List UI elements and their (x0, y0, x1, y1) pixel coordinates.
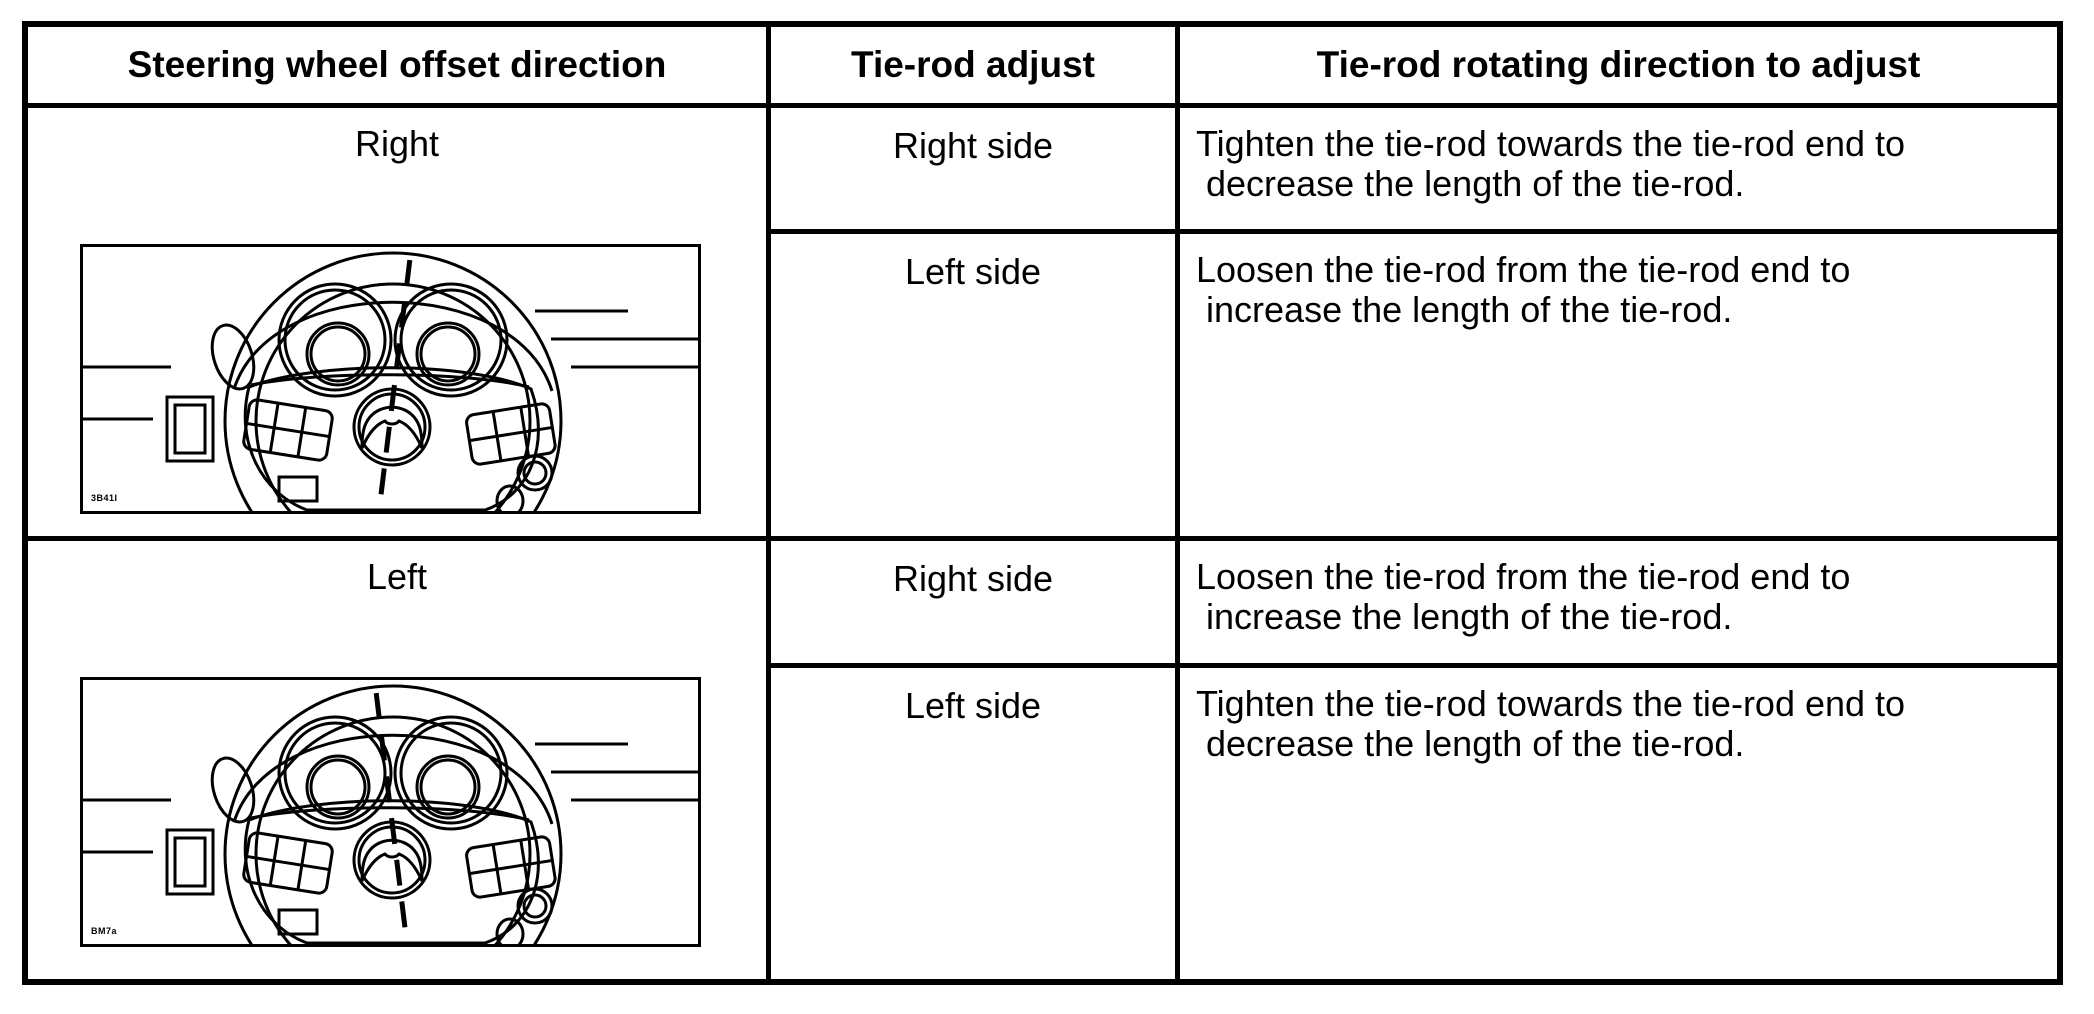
offset-direction-label: Left (366, 556, 428, 597)
figure-code: BM7a (91, 926, 118, 936)
instruction-cell: Loosen the tie-rod from the tie-rod end … (1180, 234, 2057, 536)
offset-centerline-right-tilt (376, 259, 413, 509)
col-header-tie-rod-rotating-direction: Tie-rod rotating direction to adjust (1180, 27, 2057, 103)
steering-wheel-figure-right-offset: 3B41I (80, 244, 701, 514)
instruction-cell: Loosen the tie-rod from the tie-rod end … (1180, 541, 2057, 663)
offset-centerline-left-tilt (373, 692, 410, 942)
steering-wheel-icon (83, 684, 698, 944)
tie-rod-side-cell: Left side (771, 668, 1175, 979)
col-header-tie-rod-adjust: Tie-rod adjust (771, 27, 1175, 103)
instruction-cell: Tighten the tie-rod towards the tie-rod … (1180, 668, 2057, 979)
steering-wheel-figure-left-offset: BM7a (80, 677, 701, 947)
tie-rod-adjustment-table: Steering wheel offset direction Tie-rod … (22, 21, 2063, 985)
figure-code: 3B41I (91, 493, 118, 503)
tie-rod-side-cell: Left side (771, 234, 1175, 536)
offset-group-right: Right 3B41I (28, 108, 766, 536)
steering-wheel-icon (83, 251, 698, 511)
tie-rod-side-cell: Right side (771, 541, 1175, 663)
tie-rod-side-cell: Right side (771, 108, 1175, 229)
col-header-steering-wheel-offset-direction: Steering wheel offset direction (28, 27, 766, 103)
offset-direction-label: Right (354, 123, 440, 164)
instruction-cell: Tighten the tie-rod towards the tie-rod … (1180, 108, 2057, 229)
offset-group-left: Left BM7a (28, 541, 766, 979)
